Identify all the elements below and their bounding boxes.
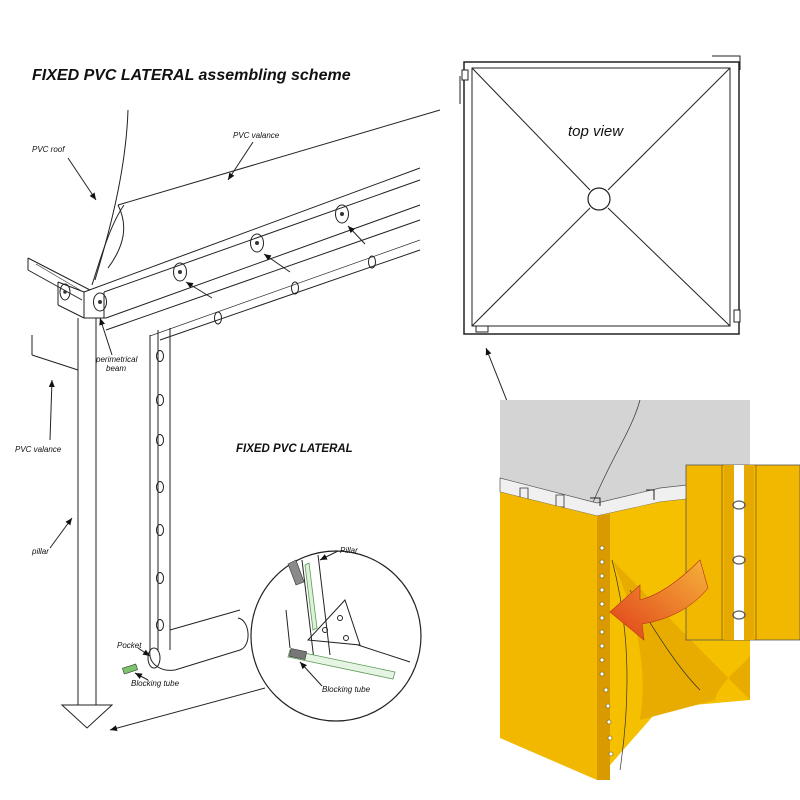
label-pvc-roof: PVC roof (32, 145, 65, 154)
label-pvc-valance-left: PVC valance (15, 445, 62, 454)
label-pillar-detail: Pillar (340, 546, 358, 555)
label-beam: beam (106, 364, 126, 373)
eyelet-ring (732, 500, 746, 620)
label-pillar: pillar (31, 547, 49, 556)
gazebo-structure: PVC roof PVC valance perimetrical beam P… (15, 109, 441, 732)
yellow-gazebo-photo (499, 399, 800, 780)
top-view-label: top view (568, 123, 624, 140)
curved-red-arrow (609, 559, 709, 641)
label-pocket: Pocket (117, 641, 142, 650)
label-perimetrical: perimetrical (95, 355, 138, 364)
diagram-title: FIXED PVC LATERAL assembling scheme (32, 67, 351, 84)
label-blocking-tube-detail: Blocking tube (322, 685, 371, 694)
top-view: top view (459, 55, 741, 335)
label-pvc-valance-top: PVC valance (233, 131, 280, 140)
subtitle-fixed-pvc-lateral: FIXED PVC LATERAL (236, 443, 353, 455)
detail-zoom-circle: Pillar Blocking tube (250, 546, 422, 722)
label-blocking-tube: Blocking tube (131, 679, 180, 688)
beam-bolt (59, 204, 349, 312)
